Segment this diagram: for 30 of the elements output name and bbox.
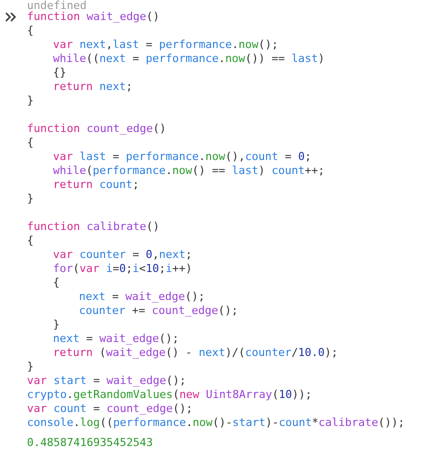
console-output-value: 0.48587416935452543 <box>27 436 153 450</box>
code-line: function count_edge() <box>27 122 166 136</box>
code-line: return (wait_edge() - next)/(counter/10.0); <box>53 346 338 360</box>
code-line: var count = count_edge(); <box>27 402 193 416</box>
code-line: } <box>27 192 34 206</box>
code-line: counter += count_edge(); <box>79 304 238 318</box>
code-line: next = wait_edge(); <box>79 290 205 304</box>
code-line: } <box>27 94 34 108</box>
code-line: var start = wait_edge(); <box>27 374 186 388</box>
code-line: function wait_edge() <box>27 10 160 24</box>
code-line: for(var i=0;i<10;i++) <box>53 262 192 276</box>
code-line: } <box>53 318 60 332</box>
code-line: next = wait_edge(); <box>53 332 179 346</box>
code-line: while((next = performance.now()) == last) <box>53 52 325 66</box>
code-line: return count; <box>53 178 140 192</box>
code-line: return next; <box>53 80 132 94</box>
code-line: console.log((performance.now()-start)-count*calibrate()); <box>27 416 405 430</box>
code-line: while(performance.now() == last) count++; <box>53 164 325 178</box>
code-line: function calibrate() <box>27 220 160 234</box>
code-line: } <box>27 360 34 374</box>
code-line: var next,last = performance.now(); <box>53 38 278 52</box>
code-line: { <box>27 234 34 248</box>
code-line: { <box>27 24 34 38</box>
code-line: var last = performance.now(),count = 0; <box>53 150 312 164</box>
code-line: {} <box>53 66 66 80</box>
code-line: { <box>53 276 60 290</box>
code-line: crypto.getRandomValues(new Uint8Array(10)); <box>27 388 312 402</box>
code-line: var counter = 0,next; <box>53 248 192 262</box>
code-line: { <box>27 136 34 150</box>
console-output-text: undefined <box>27 0 87 11</box>
